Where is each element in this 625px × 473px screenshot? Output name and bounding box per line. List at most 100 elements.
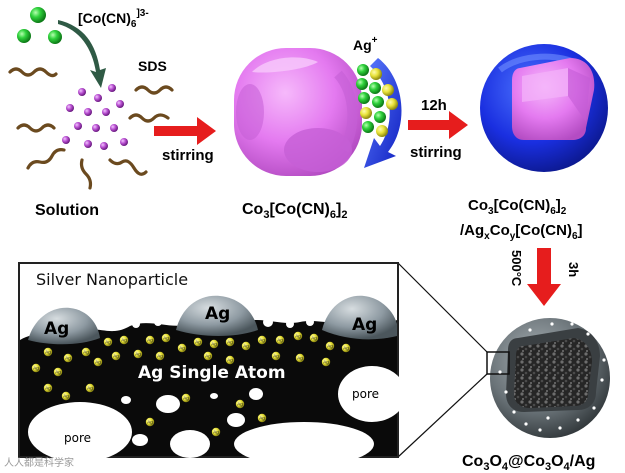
silver-single-atom-dot xyxy=(209,339,219,349)
silver-single-atom-label: Ag xyxy=(227,340,233,345)
silver-single-atom-label: Ag xyxy=(63,394,69,399)
silver-single-atom-dot xyxy=(257,413,267,423)
silver-single-atom-dot xyxy=(133,349,143,359)
silver-single-atom-label: Ag xyxy=(95,360,101,365)
exchange-arrow-icon xyxy=(364,58,402,168)
silver-single-atom-dot xyxy=(145,417,155,427)
silver-single-atom-dot xyxy=(203,351,213,361)
silver-single-atom-label: Ag xyxy=(113,354,119,359)
inset-title: Silver Nanoparticle xyxy=(36,270,188,289)
red-arrow-icon xyxy=(408,111,468,139)
silver-ion-label: Ag+ xyxy=(353,35,378,53)
silver-single-atom-dot xyxy=(43,383,53,393)
silver-nanoparticle xyxy=(176,295,258,336)
silver-single-atom-label: Ag xyxy=(55,370,61,375)
silver-single-atom-label: Ag xyxy=(311,336,317,341)
silver-single-atom-label: Ag xyxy=(83,350,89,355)
silver-single-atom-dot xyxy=(193,337,203,347)
sphere-pores xyxy=(498,322,606,432)
pore xyxy=(338,366,406,422)
stirring-label-2: stirring xyxy=(410,144,462,161)
calcination-time-label: 3h xyxy=(566,262,581,277)
silver-nanoparticle xyxy=(322,295,397,340)
silver-single-atom-label: Ag xyxy=(211,342,217,347)
hollow-oxide-sphere-stage: Co3O4@Co3O4/Ag xyxy=(462,318,610,473)
solution-stage: [Co(CN)6]3- SDS xyxy=(8,7,174,219)
silver-single-atom-dot xyxy=(211,427,221,437)
duration-label-12h: 12h xyxy=(421,97,447,114)
cube-face xyxy=(284,128,352,172)
silver-nanoparticle-label: Ag xyxy=(352,315,377,335)
green-ion-icon xyxy=(30,7,46,23)
stirring-label-1: stirring xyxy=(162,147,214,164)
silver-single-atom-label: Ag xyxy=(343,346,349,351)
solution-caption: Solution xyxy=(35,202,99,219)
red-down-arrow-icon xyxy=(527,248,561,306)
silver-single-atom-dot xyxy=(31,363,41,373)
silver-single-atom-dot xyxy=(225,355,235,365)
green-ion-icon xyxy=(48,30,62,44)
silver-nanoparticle-label: Ag xyxy=(205,304,230,324)
silver-single-atom-dot xyxy=(341,343,351,353)
red-arrow-icon xyxy=(154,117,216,145)
silver-single-atom-dot xyxy=(177,343,187,353)
silver-ion-cluster xyxy=(356,64,398,137)
watermark-text: 人人都是科学家 xyxy=(4,456,74,469)
pore xyxy=(132,434,148,446)
pore xyxy=(170,430,210,458)
calcination-arrow: 3h 500°C xyxy=(509,248,581,306)
pore xyxy=(156,395,180,413)
silver-single-atom-label: Ag xyxy=(105,340,111,345)
silver-single-atom-label: Ag xyxy=(45,386,51,391)
silver-single-atom-dot xyxy=(321,357,331,367)
inset-zoom-panel: Silver Nanoparticle Ag Ag Ag pore xyxy=(18,262,406,466)
single-atom-label: Ag Single Atom xyxy=(138,363,286,383)
silver-single-atom-dot xyxy=(43,347,53,357)
silver-single-atom-label: Ag xyxy=(183,396,189,401)
silver-single-atom-label: Ag xyxy=(213,430,219,435)
silver-single-atom-dot xyxy=(271,351,281,361)
silver-single-atom-label: Ag xyxy=(65,356,71,361)
silver-single-atom-dot xyxy=(275,335,285,345)
final-composite-formula: Co3O4@Co3O4/Ag xyxy=(462,453,595,473)
stirring-arrow-1: stirring xyxy=(154,117,216,164)
silver-single-atom-dot xyxy=(257,335,267,345)
sds-label: SDS xyxy=(138,58,167,74)
zoom-region-marker xyxy=(486,351,510,375)
zoom-connector-lines xyxy=(397,262,488,458)
silver-single-atom-label: Ag xyxy=(327,344,333,349)
silver-single-atom-label: Ag xyxy=(179,346,185,351)
pore xyxy=(234,422,374,466)
silver-single-atom-label: Ag xyxy=(147,420,153,425)
cobalt-hexacyanocobaltate-formula: Co3[Co(CN)6]2 xyxy=(242,201,347,221)
porous-core xyxy=(514,338,592,408)
silver-single-atom-label: Ag xyxy=(87,386,93,391)
silver-single-atom-dot xyxy=(295,353,305,363)
silver-single-atom-dot xyxy=(81,347,91,357)
silver-single-atom-dot xyxy=(93,357,103,367)
silver-single-atom-dot xyxy=(119,335,129,345)
surface-notches xyxy=(109,317,314,331)
silver-single-atom-dot xyxy=(181,393,191,403)
silver-single-atom-dot xyxy=(325,341,335,351)
hexacyanocobaltate-label: [Co(CN)6]3- xyxy=(78,8,149,30)
pore-label: pore xyxy=(352,387,379,401)
silver-single-atom-label: Ag xyxy=(259,338,265,343)
silver-single-atom-dot xyxy=(63,353,73,363)
silver-single-atom-dot xyxy=(85,383,95,393)
silver-nanoparticle-label: Ag xyxy=(44,319,69,339)
silver-single-atom-label: Ag xyxy=(277,338,283,343)
cube-face xyxy=(236,84,264,140)
core-shell-formula-line2: /AgxCoy[Co(CN)6] xyxy=(460,222,583,242)
pore xyxy=(227,413,245,427)
silver-single-atom-label: Ag xyxy=(259,416,265,421)
silver-single-atom-label: Ag xyxy=(295,334,301,339)
silver-single-atom-dot xyxy=(309,333,319,343)
calcination-temperature-label: 500°C xyxy=(509,250,524,287)
pores xyxy=(28,366,406,466)
silver-single-atom-dot xyxy=(145,335,155,345)
silver-single-atom-dot xyxy=(161,333,171,343)
silver-single-atom-dot xyxy=(103,337,113,347)
core-shell-formula-line1: Co3[Co(CN)6]2 xyxy=(468,197,567,217)
silver-single-atom-label: Ag xyxy=(45,350,51,355)
